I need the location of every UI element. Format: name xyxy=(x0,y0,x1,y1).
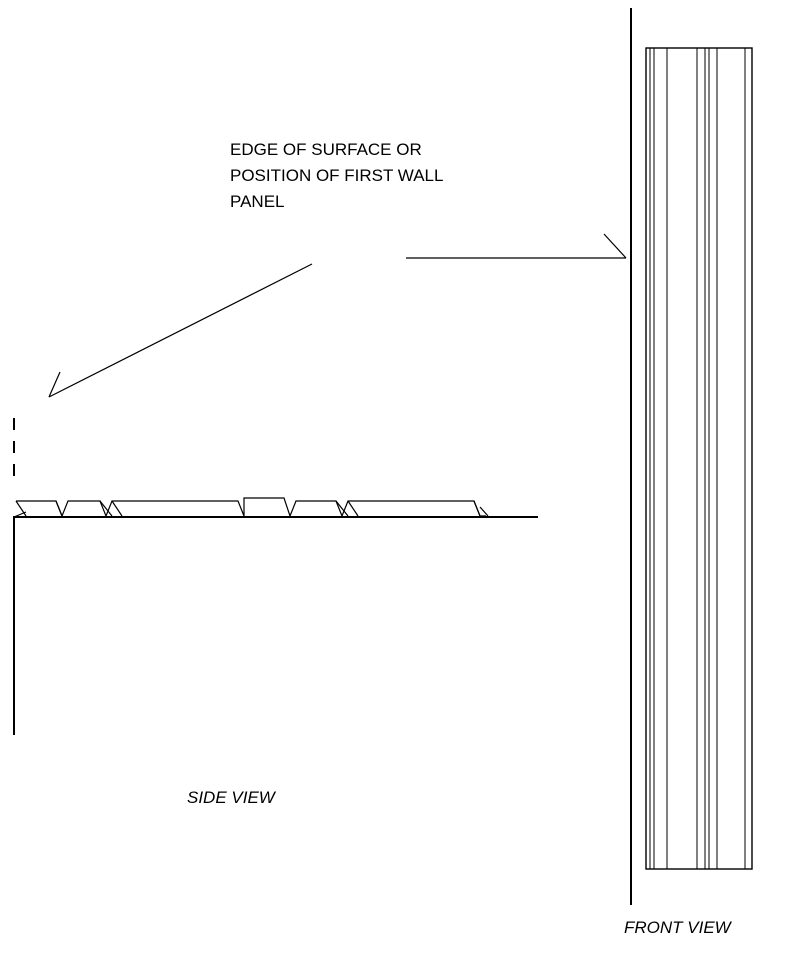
callout-line: PANEL xyxy=(230,192,285,211)
front-view-panel xyxy=(645,47,753,870)
side-view-caption: SIDE VIEW xyxy=(187,788,275,807)
callout-label: EDGE OF SURFACE OR POSITION OF FIRST WAL… xyxy=(230,137,560,215)
leader-arrow-right xyxy=(406,233,627,259)
leader-arrow-left xyxy=(48,263,313,398)
front-view-caption: FRONT VIEW xyxy=(624,918,731,937)
callout-line: EDGE OF SURFACE OR xyxy=(230,140,422,159)
panel-profile xyxy=(15,497,489,518)
side-view-drawing xyxy=(13,511,538,735)
front-view-drawing xyxy=(630,8,753,905)
callout-line: POSITION OF FIRST WALL xyxy=(230,166,444,185)
angle-profile xyxy=(13,516,538,735)
